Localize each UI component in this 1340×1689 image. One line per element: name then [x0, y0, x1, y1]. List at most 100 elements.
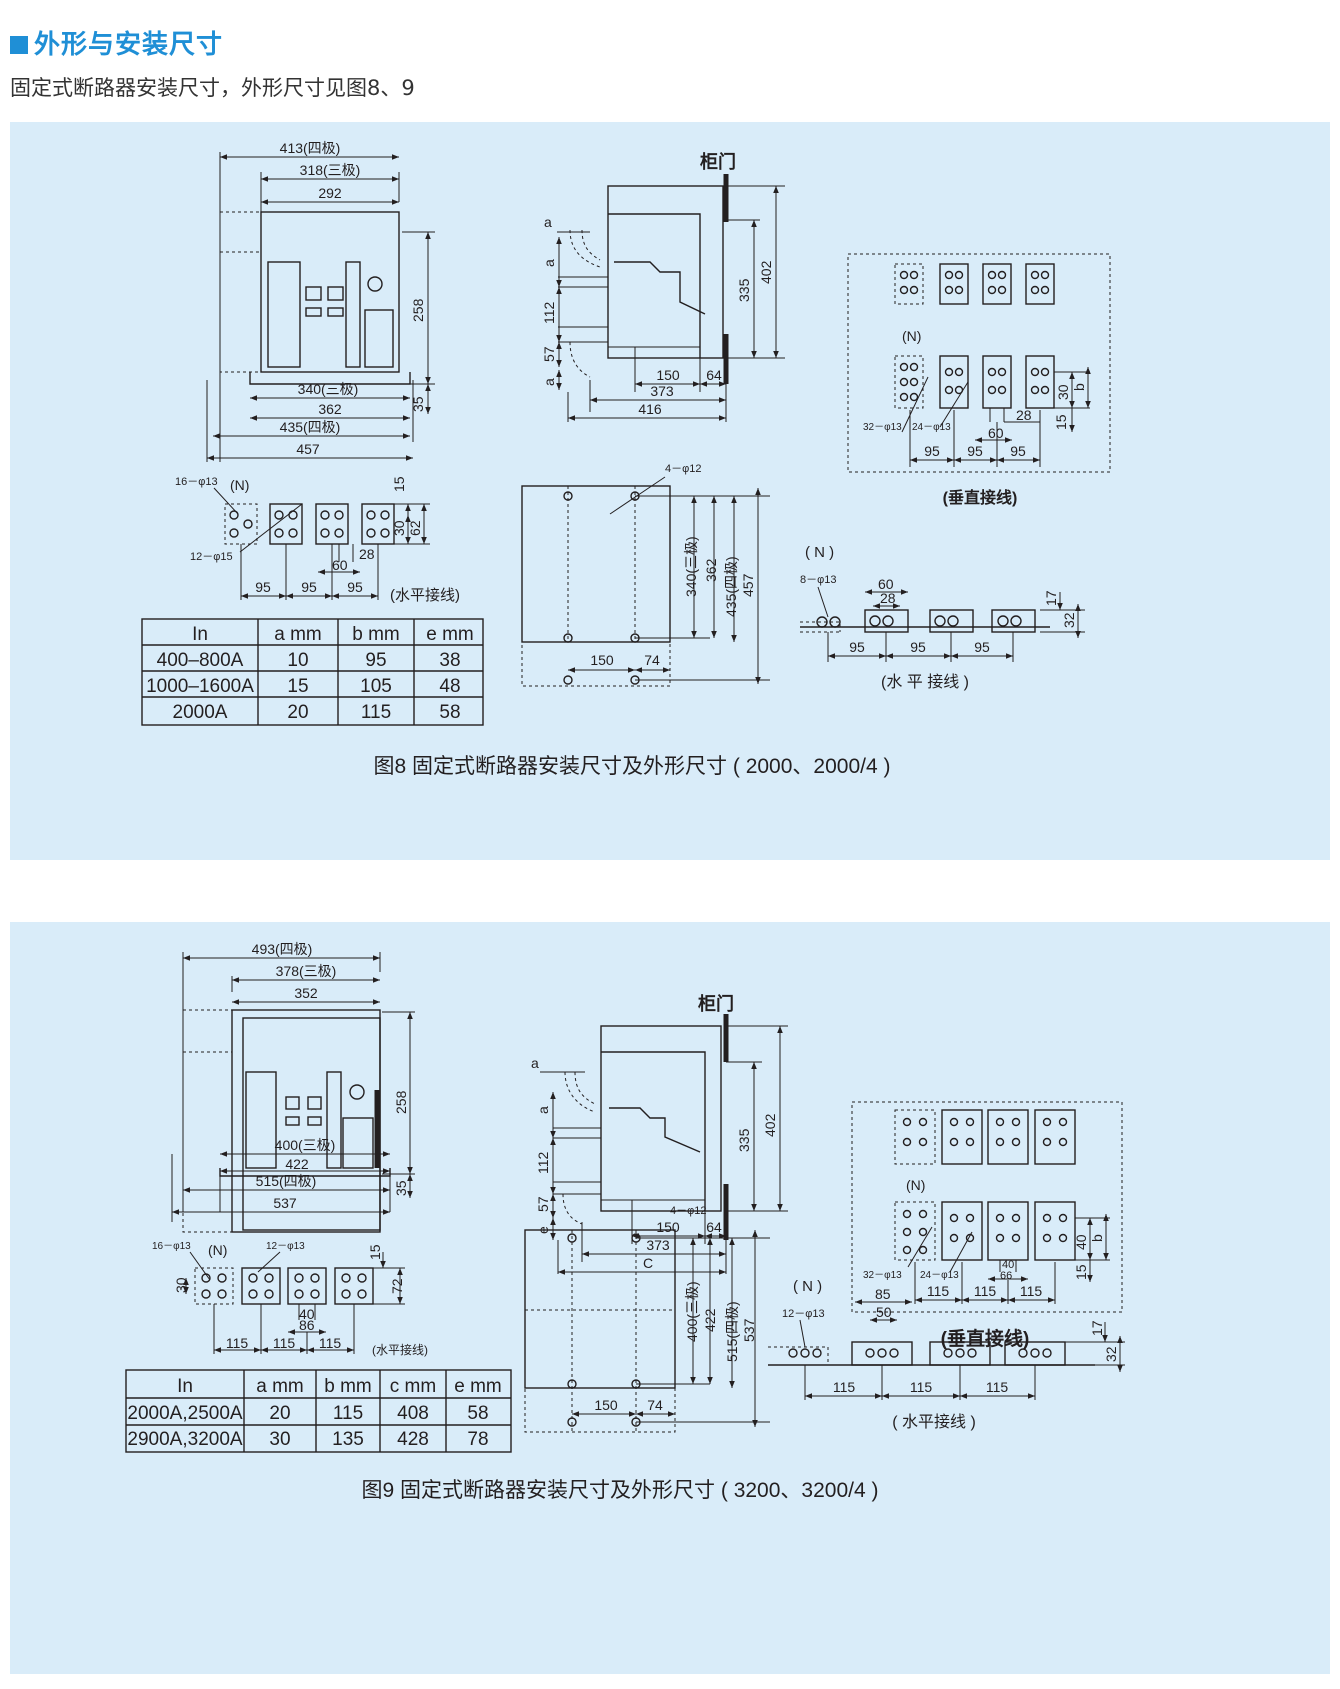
- fig8-mounting-dim-457: 457: [740, 573, 756, 597]
- fig9-side-C: C: [643, 1255, 653, 1271]
- figure-9-drawing: 493(四极) 378(三极) 352 258 35 400(三极) 422: [125, 941, 1125, 1502]
- fig8-table-cell: 115: [361, 702, 391, 723]
- fig8-horizontal-pitch-2: 95: [301, 579, 317, 595]
- fig9-table-cell: 58: [467, 1403, 488, 1424]
- fig9-front-dim-35: 35: [393, 1180, 409, 1196]
- fig8-mounting-holes: 4－φ12: [665, 463, 702, 475]
- fig9-table-cell: 115: [333, 1403, 363, 1424]
- fig9-side-dim-64: 64: [706, 1219, 722, 1235]
- fig8-horizontal-wiring: 16－φ13 (N) 12－φ15 15 30 62 28 60 95: [175, 476, 460, 604]
- fig8-table: In a mm b mm e mm 400–800A 10 95 38 1000…: [141, 618, 484, 726]
- fig8-table-cell: 58: [439, 702, 460, 723]
- fig8-front-dim-318: 318(三极): [300, 162, 361, 178]
- fig9-horizontal-wiring: 16－φ13 (N) 12－φ13 30 15 72 40 86 11: [152, 1241, 428, 1357]
- fig8-table-header-a: a mm: [274, 624, 322, 645]
- fig8-table-cell: 10: [287, 650, 308, 671]
- fig8-table-cell: 2000A: [173, 702, 228, 723]
- fig9-horizontal2-dim-85: 85: [875, 1286, 891, 1302]
- figure-8-drawing: 413(四极) 318(三极) 292 258 35 340(三极) 362 4…: [141, 140, 1111, 778]
- fig9-vertical-dim-40b: 40: [1002, 1259, 1014, 1271]
- fig8-vertical-holes-32: 32－φ13: [863, 422, 902, 433]
- fig9-mounting-dim-515: 515(四极): [724, 1301, 740, 1362]
- fig9-caption: 图9 固定式断路器安装尺寸及外形尺寸 ( 3200、3200/4 ): [362, 1479, 879, 1502]
- fig8-mounting-dim-362: 362: [703, 558, 719, 582]
- fig9-side-dim-57: 57: [535, 1196, 551, 1212]
- fig9-horizontal-pitch-2: 115: [273, 1335, 296, 1351]
- fig9-front-dim-400: 400(三极): [275, 1137, 336, 1153]
- fig8-side-view: 柜门 a a 112 57 a 335 402: [541, 151, 785, 422]
- fig8-vertical-b: b: [1071, 383, 1087, 391]
- fig9-horizontal-wiring-right: ( N ) 12－φ13 85 50 17 32 115 115 11: [768, 1278, 1125, 1431]
- fig9-front-dim-422: 422: [285, 1156, 309, 1172]
- fig9-side-a1: a: [531, 1055, 539, 1071]
- fig8-caption: 图8 固定式断路器安装尺寸及外形尺寸 ( 2000、2000/4 ): [374, 755, 891, 778]
- fig8-vertical-dim-15: 15: [1053, 414, 1069, 430]
- fig9-horizontal-dim-86: 86: [299, 1317, 315, 1333]
- fig9-table-cell: 2900A,3200A: [127, 1429, 242, 1450]
- fig9-mounting-holes: 4－φ12: [670, 1205, 707, 1217]
- fig8-vertical-dim-28: 28: [1016, 407, 1032, 423]
- fig9-horizontal-dim-72: 72: [389, 1278, 405, 1294]
- fig9-mounting-view: 4－φ12 400(三极) 422 515(四极) 537 150 74: [524, 1205, 770, 1433]
- fig8-side-dim-57: 57: [541, 346, 557, 362]
- fig8-vertical-N: (N): [902, 328, 921, 344]
- fig9-vertical-N: (N): [906, 1177, 925, 1193]
- fig8-table-cell: 20: [287, 702, 308, 723]
- fig8-front-dim-435: 435(四极): [280, 419, 341, 435]
- fig8-side-door-label: 柜门: [700, 151, 736, 172]
- fig8-horizontal-dim-60: 60: [332, 557, 348, 573]
- fig9-side-a2: a: [535, 1106, 551, 1114]
- fig8-front-dim-362: 362: [318, 401, 342, 417]
- fig9-horizontal2-dim-32: 32: [1103, 1346, 1119, 1362]
- fig8-horizontal-pitch-3: 95: [347, 579, 363, 595]
- fig8-vertical-pitch-2: 95: [967, 443, 983, 459]
- fig9-vertical-b: b: [1089, 1234, 1105, 1242]
- fig9-table-header-e: e mm: [454, 1376, 502, 1397]
- fig8-horizontal2-caption: (水 平 接线 ): [881, 673, 969, 691]
- fig8-mounting-dim-435: 435(四极): [723, 556, 739, 617]
- fig9-horizontal-N: (N): [208, 1242, 227, 1258]
- fig9-horizontal2-pitch-2: 115: [910, 1379, 933, 1395]
- fig9-table-cell: 20: [269, 1403, 290, 1424]
- fig8-table-cell: 95: [365, 650, 386, 671]
- fig9-horizontal-dim-15: 15: [367, 1244, 383, 1260]
- fig8-table-cell: 105: [360, 676, 392, 697]
- fig8-table-header-in: In: [192, 624, 208, 645]
- fig8-horizontal2-holes: 8－φ13: [800, 574, 837, 586]
- fig8-horizontal-wiring-right: ( N ) 8－φ13 60 28 17 32 95 95 95: [800, 544, 1085, 691]
- fig9-horizontal-dim-30: 30: [173, 1277, 189, 1293]
- fig9-horizontal2-caption: ( 水平接线 ): [892, 1413, 976, 1431]
- fig8-table-header-b: b mm: [352, 624, 400, 645]
- fig9-side-dim-402: 402: [762, 1113, 778, 1137]
- fig9-mounting-dim-537: 537: [741, 1318, 757, 1342]
- fig9-vertical-holes-24: 24－φ13: [920, 1270, 959, 1281]
- fig9-front-dim-493: 493(四极): [252, 941, 313, 957]
- fig8-side-dim-335: 335: [736, 278, 752, 302]
- fig9-vertical-holes-32: 32－φ13: [863, 1270, 902, 1281]
- fig8-table-cell: 48: [439, 676, 460, 697]
- fig9-horizontal2-N: ( N ): [793, 1278, 822, 1295]
- section-heading-text: 外形与安装尺寸: [34, 30, 224, 60]
- fig8-vertical-pitch-1: 95: [924, 443, 940, 459]
- fig8-horizontal2-dim-17: 17: [1043, 590, 1059, 606]
- fig8-table-cell: 1000–1600A: [146, 676, 254, 697]
- fig8-vertical-dim-60: 60: [988, 425, 1004, 441]
- fig9-horizontal-pitch-3: 115: [319, 1335, 342, 1351]
- fig8-horizontal-holes-16: 16－φ13: [175, 476, 218, 488]
- fig9-table-header-c: c mm: [390, 1376, 436, 1397]
- fig9-table: In a mm b mm c mm e mm 2000A,2500A 20 11…: [125, 1369, 512, 1453]
- fig9-horizontal2-dim-17: 17: [1089, 1320, 1105, 1336]
- fig8-side-dim-373: 373: [650, 383, 674, 399]
- fig9-table-header-a: a mm: [256, 1376, 304, 1397]
- fig8-horizontal-pitch-1: 95: [255, 579, 271, 595]
- fig8-horizontal-caption: (水平接线): [390, 587, 460, 604]
- fig8-vertical-pitch-3: 95: [1010, 443, 1026, 459]
- fig9-horizontal2-pitch-3: 115: [986, 1379, 1009, 1395]
- fig9-vertical-dim-40: 40: [1073, 1234, 1089, 1250]
- fig9-mounting-dim-422: 422: [702, 1308, 718, 1332]
- fig9-table-cell: 408: [397, 1403, 429, 1424]
- fig9-side-door-label: 柜门: [698, 993, 734, 1014]
- fig8-side-dim-150: 150: [656, 367, 680, 383]
- fig8-side-dim-402: 402: [758, 260, 774, 284]
- fig9-horizontal-holes-12: 12－φ13: [266, 1241, 305, 1252]
